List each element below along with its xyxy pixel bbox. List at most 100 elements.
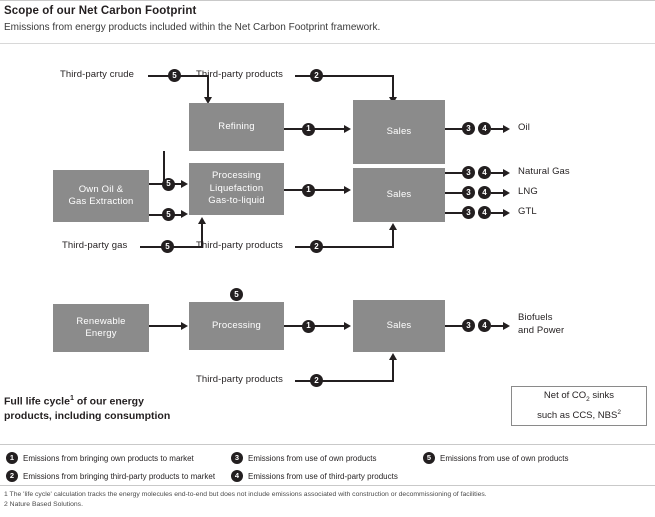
arrow-tplower-into-sales [388, 223, 397, 230]
conn-extr-refining-h2 [174, 183, 183, 185]
conn-tprenew-h1 [295, 380, 311, 382]
arrow-crude-into-refining [203, 97, 212, 104]
arrow-renewable-to-processing [181, 321, 188, 330]
page-title: Scope of our Net Carbon Footprint [4, 5, 197, 17]
conn-tprenew-h2 [322, 380, 394, 382]
conn-tplower-h1 [295, 246, 311, 248]
conn-lng-h1 [445, 192, 463, 194]
box-refining: Refining [189, 103, 284, 151]
conn-tp-top-v [392, 75, 394, 99]
box-label-sales-gas: Sales [386, 188, 412, 200]
conn-tplower-v [392, 230, 394, 246]
conn-tpgas-h2 [173, 246, 203, 248]
net-co2-line2: such as CCS, NBS [537, 410, 618, 422]
label-output-oil: Oil [518, 122, 530, 133]
legend-divider-bottom [0, 485, 655, 486]
badge-oil-4: 4 [478, 122, 491, 135]
badge-refining-to-sales: 1 [302, 122, 315, 136]
box-sales-renewable: Sales [353, 300, 445, 352]
legend-item-5: 5 Emissions from use of own products [423, 452, 569, 464]
badge-extraction-to-refining: 5 [162, 177, 175, 191]
arrow-extraction-to-processing [181, 210, 188, 218]
legend-text-4: Emissions from use of third-party produc… [248, 471, 398, 481]
conn-tpgas-v [201, 224, 203, 246]
conn-extr-proc-h2 [174, 214, 183, 216]
header-divider [0, 43, 655, 44]
net-co2-sinks-box: Net of CO2 sinks such as CCS, NBS2 [511, 386, 647, 426]
conn-tp-top-h2 [322, 75, 394, 77]
diagram-canvas: Third-party crude 5 Third-party products… [0, 44, 655, 439]
label-third-party-products-lower: Third-party products [196, 240, 284, 251]
box-label-processing-renewable: Processing [212, 319, 261, 331]
conn-processing-sales-h1 [284, 189, 303, 191]
badge-ng-4: 4 [478, 166, 491, 179]
badge-ng-3: 3 [462, 166, 475, 179]
badge-gtl-4: 4 [478, 206, 491, 219]
badge-tp-products-top: 2 [310, 69, 323, 82]
legend-text-5: Emissions from use of own products [440, 453, 569, 463]
conn-crude-h2 [180, 75, 209, 77]
full-life-cycle-line1-rest: of our energy [73, 395, 144, 408]
arrow-extraction-to-refining [181, 179, 188, 188]
net-co2-footnote-marker: 2 [617, 409, 621, 417]
legend-divider-top [0, 444, 655, 445]
box-sales-oil: Sales [353, 100, 445, 164]
box-renewable-energy: Renewable Energy [53, 304, 149, 352]
conn-refining-sales-h2 [314, 128, 345, 130]
badge-tp-products-lower: 2 [310, 240, 323, 253]
arrow-gtl [503, 208, 510, 217]
conn-processing-sales-h2 [314, 189, 345, 191]
box-label-processing-gas: Processing Liquefaction Gas-to-liquid [208, 170, 265, 207]
badge-extraction-to-processing: 5 [162, 208, 175, 221]
label-output-natural-gas: Natural Gas [518, 166, 570, 177]
full-life-cycle-line1: Full life cycle [4, 395, 70, 408]
conn-oil-h2 [491, 128, 504, 130]
box-label-renewable: Renewable Energy [76, 315, 126, 340]
arrow-natural-gas [503, 168, 510, 177]
box-label-refining: Refining [218, 120, 255, 132]
conn-bio-h1 [445, 325, 463, 327]
legend-text-1: Emissions from bringing own products to … [23, 453, 194, 463]
label-output-biofuels: Biofuels and Power [518, 312, 565, 336]
legend-item-3: 3 Emissions from use of own products [231, 452, 377, 464]
arrow-processing-to-sales [344, 185, 351, 194]
full-life-cycle-caption: Full life cycle1 of our energy products,… [4, 391, 234, 423]
box-processing-renewable: Processing [189, 302, 284, 350]
full-life-cycle-line2: products, including consumption [4, 409, 171, 422]
conn-extr-proc-h1 [149, 214, 164, 216]
legend-badge-1: 1 [6, 452, 18, 464]
legend: 1 Emissions from bringing own products t… [0, 449, 655, 483]
conn-lng-h2 [491, 192, 504, 194]
arrow-tprenew-into-sales [388, 353, 397, 360]
arrow-biofuels [503, 321, 510, 330]
box-sales-gas: Sales [353, 168, 445, 222]
badge-renewable-to-sales: 1 [302, 319, 315, 333]
box-label-sales-renewable: Sales [386, 319, 412, 331]
conn-crude-v [207, 75, 209, 99]
badge-gtl-3: 3 [462, 206, 475, 219]
label-output-lng: LNG [518, 186, 538, 197]
badge-crude-in: 5 [168, 69, 181, 82]
conn-ng-h2 [491, 172, 504, 174]
label-third-party-products-renewable: Third-party products [196, 374, 284, 385]
legend-text-2: Emissions from bringing third-party prod… [23, 471, 216, 481]
footnote-1: 1 The 'life cycle' calculation tracks th… [4, 491, 487, 498]
legend-text-3: Emissions from use of own products [248, 453, 377, 463]
badge-bio-3: 3 [462, 319, 475, 332]
badge-lng-3: 3 [462, 186, 475, 199]
label-third-party-products-top: Third-party products [196, 69, 284, 80]
conn-bio-h2 [491, 325, 504, 327]
legend-badge-3: 3 [231, 452, 243, 464]
box-label-sales-oil: Sales [386, 125, 412, 137]
conn-tpgas-h1 [140, 246, 162, 248]
box-processing-gas: Processing Liquefaction Gas-to-liquid [189, 163, 284, 215]
label-third-party-crude: Third-party crude [60, 69, 135, 80]
net-co2-line1-rest: sinks [589, 390, 615, 402]
legend-badge-2: 2 [6, 470, 18, 482]
badge-oil-3: 3 [462, 122, 475, 135]
badge-bio-4: 4 [478, 319, 491, 332]
label-third-party-gas: Third-party gas [62, 240, 128, 251]
badge-tp-gas-in: 5 [161, 240, 174, 253]
conn-crude-h1 [148, 75, 170, 77]
